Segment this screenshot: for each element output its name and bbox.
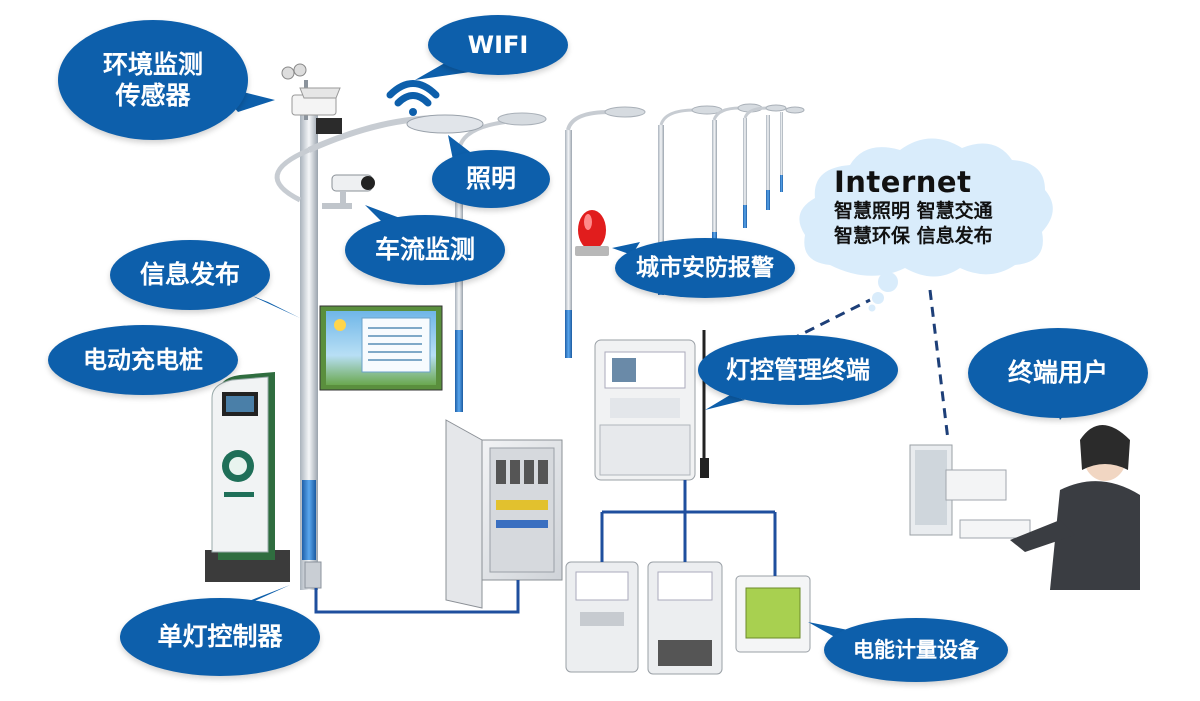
single-lamp-bubble: 单灯控制器 [120, 598, 320, 676]
main-smart-pole [274, 110, 484, 590]
internet-line-1: 智慧照明 智慧交通 [834, 200, 993, 222]
alarm-label: 城市安防报警 [636, 254, 774, 281]
lighting-label: 照明 [465, 164, 516, 194]
lamp-terminal-bubble: 灯控管理终端 [698, 335, 898, 405]
internet-title: Internet [834, 165, 972, 199]
ev-charging-station [205, 372, 290, 582]
end-user-bubble: 终端用户 [968, 328, 1148, 418]
info-publish-label: 信息发布 [139, 260, 240, 290]
wifi-bubble: WIFI [428, 15, 568, 75]
wiring-lines [314, 480, 777, 614]
traffic-label: 车流监测 [374, 235, 475, 265]
traffic-bubble: 车流监测 [345, 215, 505, 285]
energy-meters [565, 561, 811, 675]
metering-label: 电能计量设备 [853, 637, 979, 662]
lighting-bubble: 照明 [432, 150, 550, 208]
alarm-bubble: 城市安防报警 [615, 238, 795, 298]
lamp-terminal-label: 灯控管理终端 [726, 356, 870, 384]
alarm-light-icon [575, 210, 609, 256]
charging-bubble: 电动充电桩 [48, 325, 238, 395]
weather-station-icon [281, 63, 342, 134]
charging-label: 电动充电桩 [83, 346, 203, 374]
internet-cloud-text: Internet 智慧照明 智慧交通 智慧环保 信息发布 [834, 165, 1044, 248]
lamp-control-terminal [594, 330, 709, 481]
distribution-cabinet [445, 419, 563, 609]
env-sensor-label-line1: 环境监测 [102, 49, 203, 79]
traffic-camera-icon [322, 174, 375, 209]
metering-bubble: 电能计量设备 [824, 618, 1008, 682]
internet-cloud [799, 138, 1053, 312]
info-publish-bubble: 信息发布 [110, 240, 270, 310]
end-user-label: 终端用户 [1007, 358, 1108, 388]
wifi-icon [386, 80, 440, 116]
internet-links [789, 289, 950, 441]
info-display-screen [319, 305, 443, 391]
env-sensor-bubble: 环境监测 传感器 [58, 20, 248, 140]
office-user-illustration [909, 425, 1140, 590]
internet-line-2: 智慧环保 信息发布 [834, 224, 993, 247]
env-sensor-label-line2: 传感器 [115, 81, 191, 110]
wifi-label: WIFI [467, 31, 529, 59]
single-lamp-label: 单灯控制器 [157, 622, 283, 652]
